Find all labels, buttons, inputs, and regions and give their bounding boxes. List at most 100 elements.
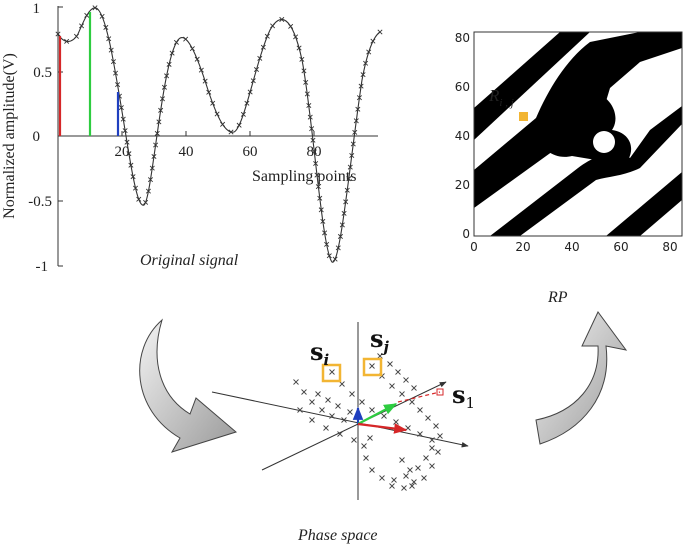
sample-x-marker [313,160,319,166]
phase-axis-left [211,391,469,448]
sample-x-marker [401,485,407,491]
sample-x-marker [389,483,395,489]
sample-x-marker [429,445,435,451]
sample-x-marker [325,397,331,403]
signal-y-label: Normalized amplitude(V) [1,53,18,219]
sample-x-marker [377,353,383,359]
rp-xtick-20: 20 [515,240,530,254]
sample-x-marker [244,100,250,106]
sample-x-marker [236,122,242,128]
rp-xtick-60: 60 [613,240,628,254]
sample-x-marker [341,210,347,216]
rp-y-ticks: 80 60 40 20 0 [455,31,470,241]
sample-x-marker [322,230,328,236]
sample-x-marker [264,33,270,39]
rp-ytick-80: 80 [455,31,470,45]
sample-x-marker [309,399,315,405]
phase-si-box [321,363,342,383]
sample-x-marker [346,176,352,182]
sample-x-marker [387,361,393,367]
sample-x-marker [260,44,266,50]
sample-x-marker [395,369,401,375]
sample-x-marker [73,33,79,39]
sample-x-marker [437,433,443,439]
sample-x-marker [173,39,179,45]
sample-x-marker [166,61,172,67]
sample-x-marker [202,78,208,84]
sample-x-marker [288,23,294,29]
signal-ytick-1: 1 [33,1,41,17]
sample-x-marker [407,467,413,473]
sample-x-marker [381,413,387,419]
sample-x-marker [399,457,405,463]
sample-x-marker [198,67,204,73]
sample-x-marker [220,121,226,127]
sample-x-marker [369,407,375,413]
sample-x-marker [403,473,409,479]
phase-vector-red [357,422,408,434]
sample-x-marker [151,154,157,160]
sample-x-marker [329,413,335,419]
rp-hole [593,131,615,153]
sample-x-marker [304,91,310,97]
sample-x-marker [153,142,159,148]
signal-ytick-neg0.5: -0.5 [28,194,52,210]
sample-x-marker [310,137,316,143]
rp-ytick-40: 40 [455,129,470,143]
sample-x-marker [369,467,375,473]
sample-x-marker [145,188,151,194]
sample-x-marker [307,114,313,120]
sample-x-marker [409,399,415,405]
sample-x-marker [320,218,326,224]
sample-x-marker [293,34,299,40]
sample-x-marker [405,425,411,431]
rp-ytick-60: 60 [455,80,470,94]
sample-x-marker [435,449,441,455]
sample-x-marker [314,172,320,178]
sample-x-marker [311,149,317,155]
sample-x-marker [149,165,155,171]
signal-panel: 1 0.5 0 -0.5 -1 20 40 60 80 Normalized a… [1,1,383,275]
sample-x-marker [360,72,366,78]
sample-x-marker [349,153,355,159]
sample-x-marker [315,184,321,190]
rp-xtick-40: 40 [564,240,579,254]
sample-x-marker [132,185,139,191]
signal-sample-markers [55,5,383,262]
signal-ytick-neg1: -1 [36,259,49,275]
sample-x-marker [341,417,347,423]
rp-x-ticks: 0 20 40 60 80 [470,240,677,254]
sample-x-marker [335,245,341,251]
sample-x-marker [363,60,369,66]
sample-x-marker [84,12,90,18]
rp-ytick-20: 20 [455,178,470,192]
sample-x-marker [335,403,341,409]
sample-x-marker [403,377,409,383]
sample-x-marker [189,46,195,52]
sample-x-marker [206,89,212,95]
signal-ytick-0: 0 [33,129,41,145]
sample-x-marker [429,437,435,443]
sample-x-marker [349,391,355,397]
sample-x-marker [361,443,367,449]
sample-x-marker [306,102,312,109]
rp-highlight-cell [519,112,528,121]
sample-x-marker [113,70,119,76]
sample-x-marker [118,105,124,111]
sample-x-marker [433,423,439,429]
sample-x-marker [367,435,373,441]
sample-x-marker [429,463,435,469]
rp-frame [473,31,683,237]
sample-x-marker [363,455,369,461]
sample-x-marker [324,241,330,247]
sample-x-marker [106,36,112,42]
sample-x-marker [250,78,256,84]
sample-x-marker [247,89,253,95]
sample-x-marker [228,129,234,135]
sample-x-marker [318,207,324,213]
sample-x-marker [103,24,109,30]
sample-x-marker [124,139,130,145]
rp-cell-subscript: i , j [499,97,513,109]
sample-x-marker [136,196,142,202]
